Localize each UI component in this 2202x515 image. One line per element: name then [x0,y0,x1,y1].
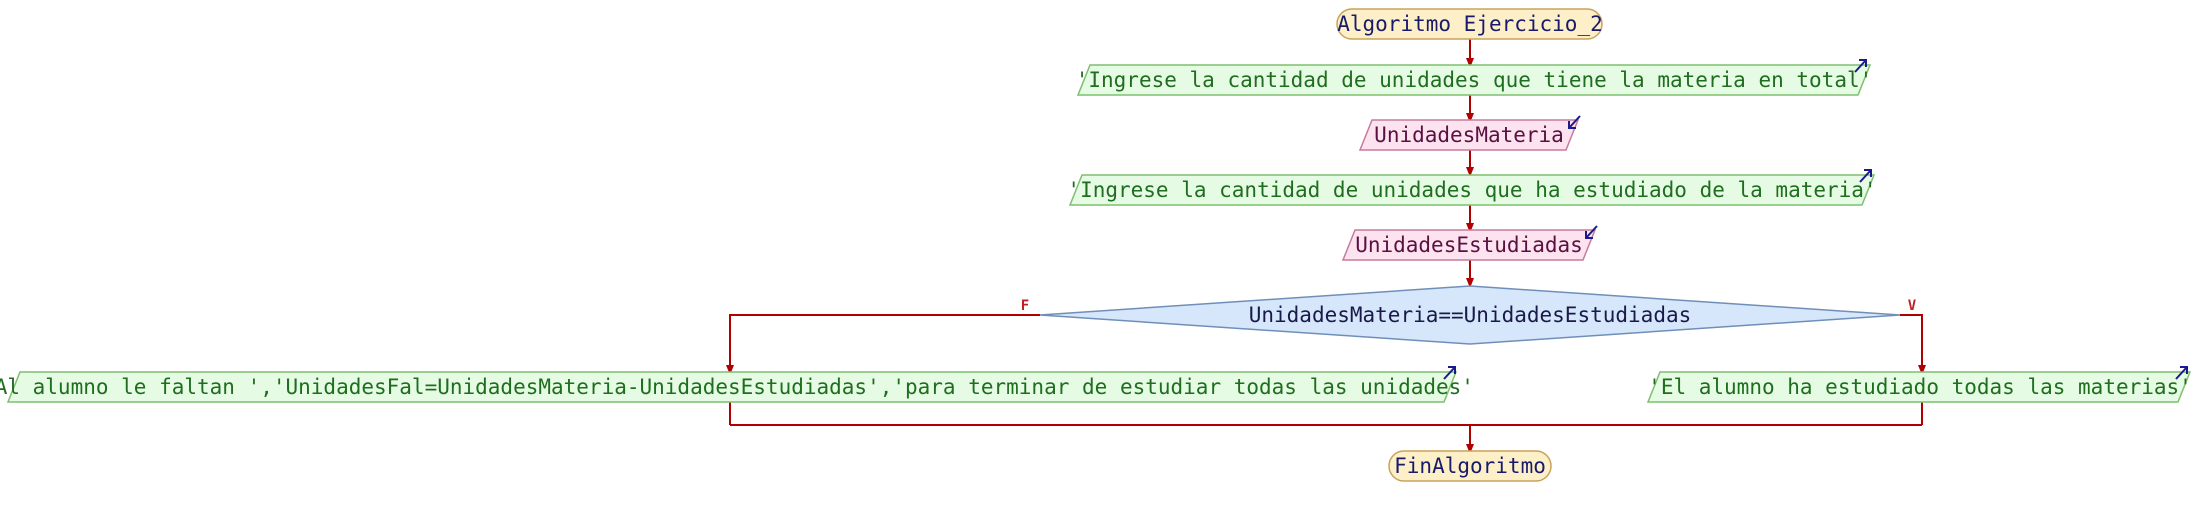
decision-label: UnidadesMateria==UnidadesEstudiadas [1249,303,1692,327]
connector-decision-false [726,314,1040,375]
input-step-2: UnidadesEstudiadas [1341,225,1598,261]
true-branch-label: V [1908,298,1917,314]
input-arrow-icon [1568,115,1581,129]
output-arrow-icon [1859,169,1872,183]
output-arrow-icon [1443,366,1456,380]
input-arrow-icon [1585,225,1598,239]
true-output-label: 'El alumno ha estudiado todas las materi… [1648,375,2192,399]
end-label: FinAlgoritmo [1394,454,1546,478]
decision-step: UnidadesMateria==UnidadesEstudiadas F V [1021,285,1917,345]
input-1-label: UnidadesMateria [1374,123,1564,147]
output-step-true: 'El alumno ha estudiado todas las materi… [1646,366,2192,403]
output-step-1: 'Ingrese la cantidad de unidades que tie… [1076,59,1873,96]
output-arrow-icon [1854,59,1867,73]
connector-decision-true [1900,314,1926,375]
output-step-2: 'Ingrese la cantidad de unidades que ha … [1067,169,1877,206]
connectors [726,39,1926,454]
output-arrow-icon [2175,366,2188,380]
input-2-label: UnidadesEstudiadas [1355,233,1583,257]
start-label: Algoritmo Ejercicio_2 [1337,12,1603,36]
false-branch-label: F [1021,298,1029,314]
output-2-label: 'Ingrese la cantidad de unidades que ha … [1067,178,1876,202]
output-step-false: 'Al alumno le faltan ','UnidadesFal=Unid… [0,366,1474,403]
false-output-label: 'Al alumno le faltan ','UnidadesFal=Unid… [0,375,1474,399]
input-step-1: UnidadesMateria [1358,115,1581,151]
end-terminal: FinAlgoritmo [1388,450,1552,482]
start-terminal: Algoritmo Ejercicio_2 [1336,8,1603,40]
output-1-label: 'Ingrese la cantidad de unidades que tie… [1076,68,1873,92]
